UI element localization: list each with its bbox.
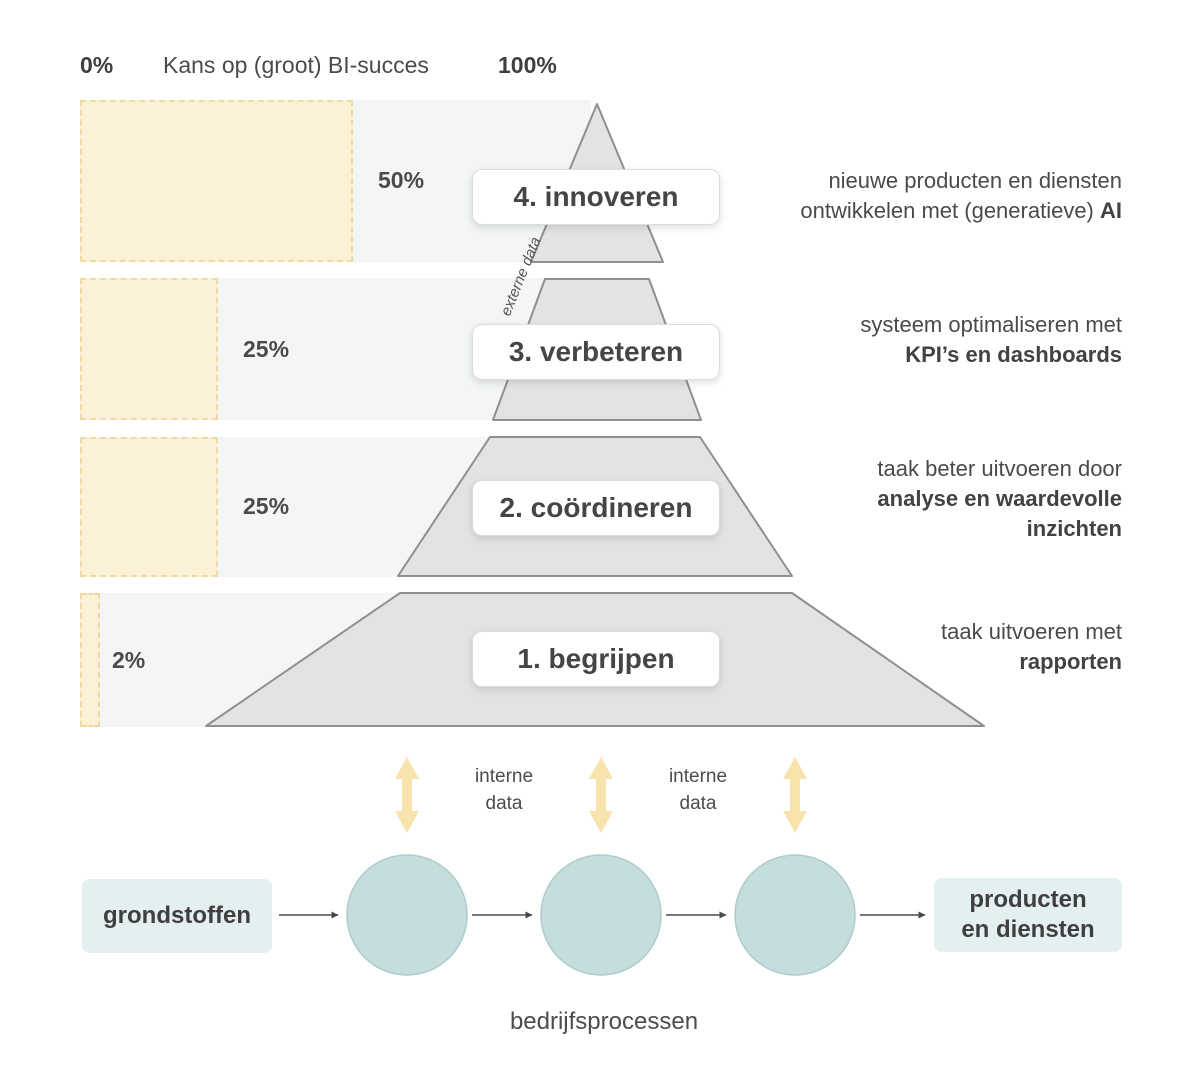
percent-label-level3: 25%: [243, 336, 290, 362]
probability-bar-level1: [80, 593, 100, 727]
internal-data-arrow-2: [589, 757, 613, 833]
scale-title: Kans op (groot) BI-succes: [163, 52, 429, 78]
level1-description-line1: taak uitvoeren met: [941, 619, 1122, 644]
internal-data-arrow-3: [783, 757, 807, 833]
level4-description: nieuwe producten en diensten ontwikkelen…: [800, 166, 1122, 226]
internal-data-label-2: interne data: [668, 766, 728, 814]
pyramid-level4-labelbox: 4. innoveren: [472, 169, 720, 225]
scale-zero-label: 0%: [80, 52, 114, 78]
probability-bar-level4: [80, 100, 353, 262]
level2-description: taak beter uitvoeren door analyse en waa…: [877, 454, 1122, 544]
level2-description-line1: taak beter uitvoeren door: [877, 456, 1122, 481]
scale-hundred-label: 100%: [498, 52, 557, 78]
internal-data-arrow-1: [395, 757, 419, 833]
level4-description-line2: ontwikkelen met (generatieve) AI: [800, 198, 1122, 223]
level3-description: systeem optimaliseren met KPI’s en dashb…: [860, 310, 1122, 370]
level3-description-line1: systeem optimaliseren met: [860, 312, 1122, 337]
level1-description: taak uitvoeren met rapporten: [941, 617, 1122, 677]
level1-description-line2: rapporten: [1019, 649, 1122, 674]
output-node-producten-en-diensten: producten en diensten: [934, 878, 1122, 952]
pyramid-level2-labelbox: 2. coördineren: [472, 480, 720, 536]
level2-description-line3: inzichten: [1026, 516, 1122, 541]
probability-bar-level2: [80, 437, 218, 577]
level2-description-line2: analyse en waardevolle: [877, 486, 1122, 511]
business-processes-caption: bedrijfsprocessen: [509, 1008, 699, 1035]
level3-description-line2: KPI’s en dashboards: [905, 342, 1122, 367]
process-circle-3: [734, 854, 856, 976]
process-circle-1: [346, 854, 468, 976]
pyramid-level3-labelbox: 3. verbeteren: [472, 324, 720, 380]
pyramid-level1-labelbox: 1. begrijpen: [472, 631, 720, 687]
internal-data-label-1: interne data: [474, 766, 534, 814]
percent-label-level2: 25%: [243, 493, 290, 519]
percent-label-level4: 50%: [378, 167, 425, 193]
input-node-grondstoffen: grondstoffen: [82, 879, 272, 953]
percent-label-level1: 2%: [112, 647, 146, 673]
level4-description-line1: nieuwe producten en diensten: [828, 168, 1122, 193]
process-circle-2: [540, 854, 662, 976]
probability-bar-level3: [80, 278, 218, 420]
